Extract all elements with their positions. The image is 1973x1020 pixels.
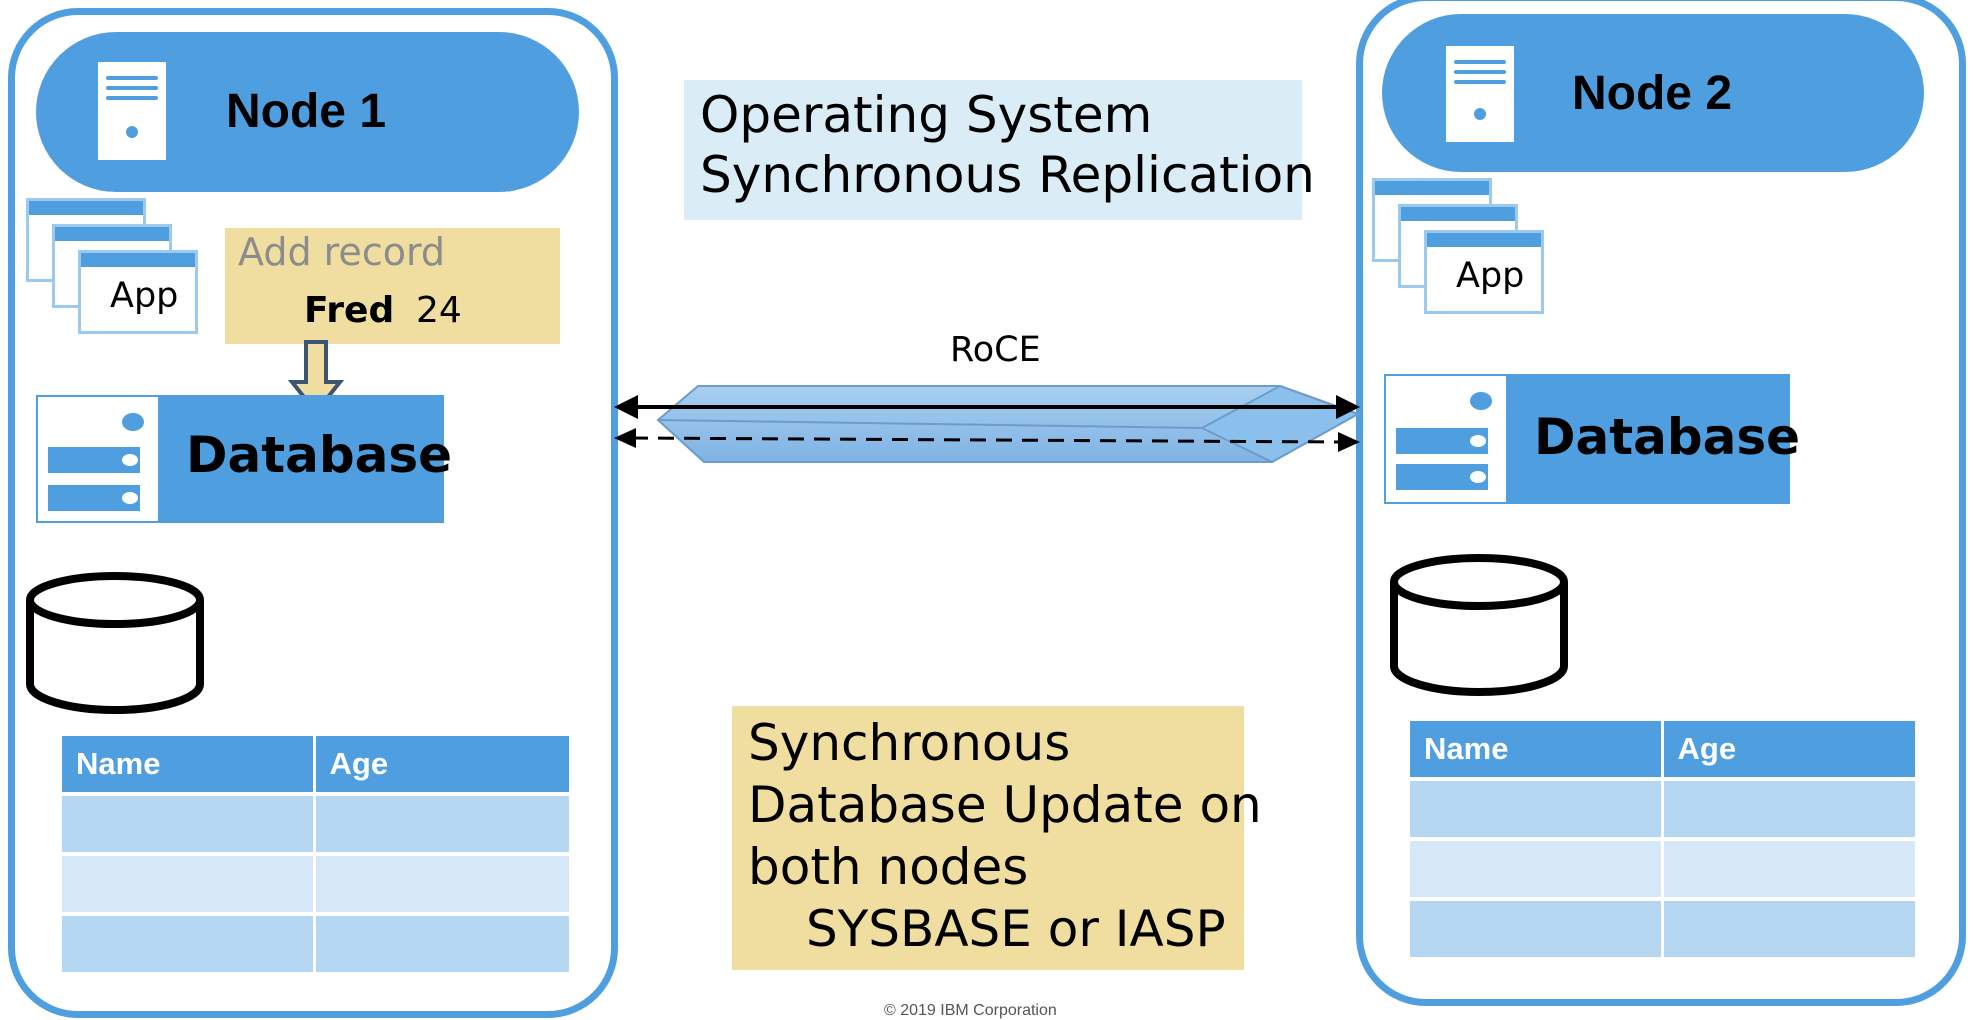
sync-update-line4: SYSBASE or IASP: [806, 900, 1226, 958]
node1-database-icon: [38, 397, 158, 521]
node1-storage-cylinder-icon: [26, 572, 204, 714]
table-row: [1410, 899, 1918, 961]
table-row: [62, 794, 572, 856]
node1-app-window: [78, 250, 198, 334]
sync-update-line2: Database Update on: [748, 776, 1262, 834]
table-cell: [314, 914, 572, 976]
os-replication-line2: Synchronous Replication: [700, 146, 1315, 204]
roce-link-connector: [614, 384, 1361, 464]
node1-app-label: App: [110, 276, 179, 316]
sync-update-box: [732, 706, 1244, 970]
node2-storage-cylinder-icon: [1390, 554, 1568, 696]
node1-table: Name Age: [62, 736, 572, 976]
roce-label: RoCE: [950, 330, 1041, 370]
copyright-footer: © 2019 IBM Corporation: [884, 1002, 1057, 1019]
table-cell: [1662, 839, 1918, 901]
node2-server-icon: [1446, 46, 1514, 142]
add-record-age: 24: [416, 290, 462, 331]
table-cell: [314, 854, 572, 916]
table-cell: [62, 914, 316, 976]
node2-database-label: Database: [1534, 408, 1801, 466]
sync-update-line1: Synchronous: [748, 714, 1071, 772]
table-cell: [1410, 899, 1664, 961]
node2-database-icon: [1386, 376, 1506, 502]
node2-table-header-name: Name: [1410, 721, 1664, 781]
os-replication-box: [684, 80, 1302, 220]
os-replication-line1: Operating System: [700, 86, 1153, 144]
node1-table-header-name: Name: [62, 736, 316, 796]
node2-title: Node 2: [1572, 67, 1733, 120]
node1-database-label: Database: [186, 426, 453, 484]
add-record-box: [225, 228, 560, 344]
table-cell: [1410, 779, 1664, 841]
table-cell: [1410, 839, 1664, 901]
node1-server-icon: [98, 62, 166, 160]
node2-app-label: App: [1456, 256, 1525, 296]
sync-update-line3: both nodes: [748, 838, 1029, 896]
node2-table-header-age: Age: [1662, 721, 1918, 781]
table-row: [62, 914, 572, 976]
node2-table: Name Age: [1410, 721, 1918, 961]
node2-app-window: [1424, 230, 1544, 314]
table-cell: [314, 794, 572, 856]
add-record-title: Add record: [238, 230, 446, 274]
table-row: [1410, 779, 1918, 841]
table-row: [62, 854, 572, 916]
table-cell: [1662, 899, 1918, 961]
node1-title: Node 1: [226, 85, 387, 138]
table-row: [1410, 839, 1918, 901]
add-record-name: Fred: [304, 290, 395, 331]
table-cell: [1662, 779, 1918, 841]
table-cell: [62, 794, 316, 856]
table-cell: [62, 854, 316, 916]
node1-table-header-age: Age: [314, 736, 572, 796]
